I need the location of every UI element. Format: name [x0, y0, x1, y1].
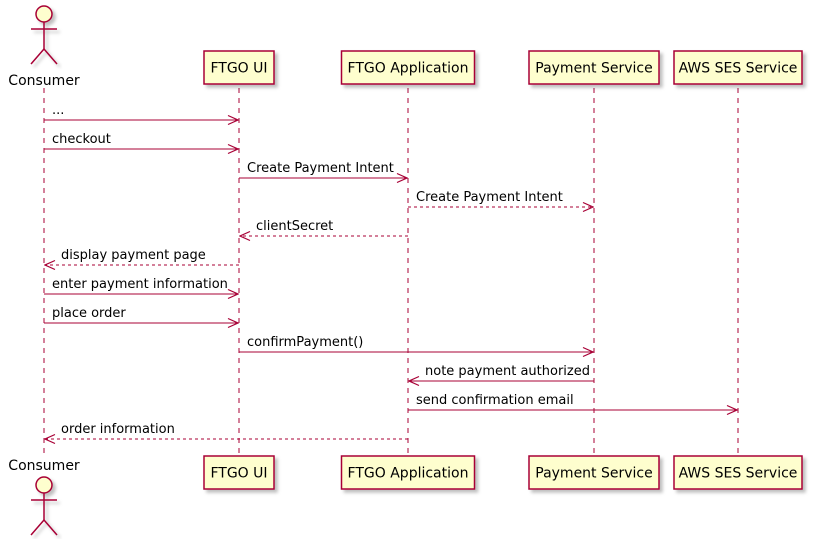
actor-leg-right	[43, 48, 58, 65]
actor-consumer-top	[30, 5, 58, 65]
message-label: note payment authorized	[425, 364, 590, 379]
participant-ftgo_app-top: FTGO Application	[340, 50, 476, 85]
participant-ftgo_ui-bottom: FTGO UI	[203, 455, 275, 490]
participant-label: AWS SES Service	[679, 466, 798, 482]
message-label: Create Payment Intent	[247, 161, 394, 176]
message-label: order information	[61, 422, 175, 437]
participant-ftgo_ui-top: FTGO UI	[203, 50, 275, 85]
participant-box	[673, 455, 803, 490]
message-label: confirmPayment()	[247, 335, 363, 350]
participant-label: FTGO UI	[210, 466, 267, 482]
message-label: Create Payment Intent	[416, 190, 563, 205]
participant-label: Payment Service	[535, 466, 652, 482]
actor-leg-left	[30, 519, 45, 536]
participant-payment-top: Payment Service	[528, 50, 660, 85]
participant-ses-top: AWS SES Service	[673, 50, 803, 85]
message-6: display payment page	[45, 248, 239, 265]
message-3: Create Payment Intent	[239, 161, 407, 178]
message-label: checkout	[52, 132, 111, 147]
participant-label: AWS SES Service	[679, 61, 798, 77]
participant-payment-bottom: Payment Service	[528, 455, 660, 490]
participant-label: FTGO Application	[348, 61, 469, 77]
participant-label: FTGO Application	[348, 466, 469, 482]
message-1: ...	[44, 103, 238, 120]
message-4: Create Payment Intent	[408, 190, 593, 207]
actor-head	[35, 5, 53, 23]
participant-box	[528, 455, 660, 490]
message-label: ...	[52, 103, 64, 118]
message-label: display payment page	[61, 248, 206, 263]
message-label: send confirmation email	[416, 393, 574, 408]
actor-consumer-bottom	[30, 476, 58, 536]
participant-ses-bottom: AWS SES Service	[673, 455, 803, 490]
message-label: clientSecret	[256, 219, 333, 234]
participant-box	[203, 50, 275, 85]
participant-box	[203, 455, 275, 490]
message-8: place order	[44, 306, 238, 323]
participant-box	[673, 50, 803, 85]
message-9: confirmPayment()	[239, 335, 593, 352]
actor-leg-left	[30, 48, 45, 65]
actor-name-top: Consumer	[8, 73, 80, 89]
message-label: enter payment information	[52, 277, 228, 292]
actor-leg-right	[43, 519, 58, 536]
participant-label: FTGO UI	[210, 61, 267, 77]
participant-ftgo_app-bottom: FTGO Application	[340, 455, 476, 490]
actor-head	[35, 476, 53, 494]
message-12: order information	[45, 422, 408, 439]
message-7: enter payment information	[44, 277, 238, 294]
message-5: clientSecret	[240, 219, 408, 236]
participant-box	[340, 50, 476, 85]
actor-name-bottom: Consumer	[8, 458, 80, 474]
message-label: place order	[52, 306, 126, 321]
message-2: checkout	[44, 132, 238, 149]
participant-box	[340, 455, 476, 490]
message-11: send confirmation email	[408, 393, 737, 410]
message-10: note payment authorized	[409, 364, 594, 381]
participant-label: Payment Service	[535, 61, 652, 77]
participant-box	[528, 50, 660, 85]
